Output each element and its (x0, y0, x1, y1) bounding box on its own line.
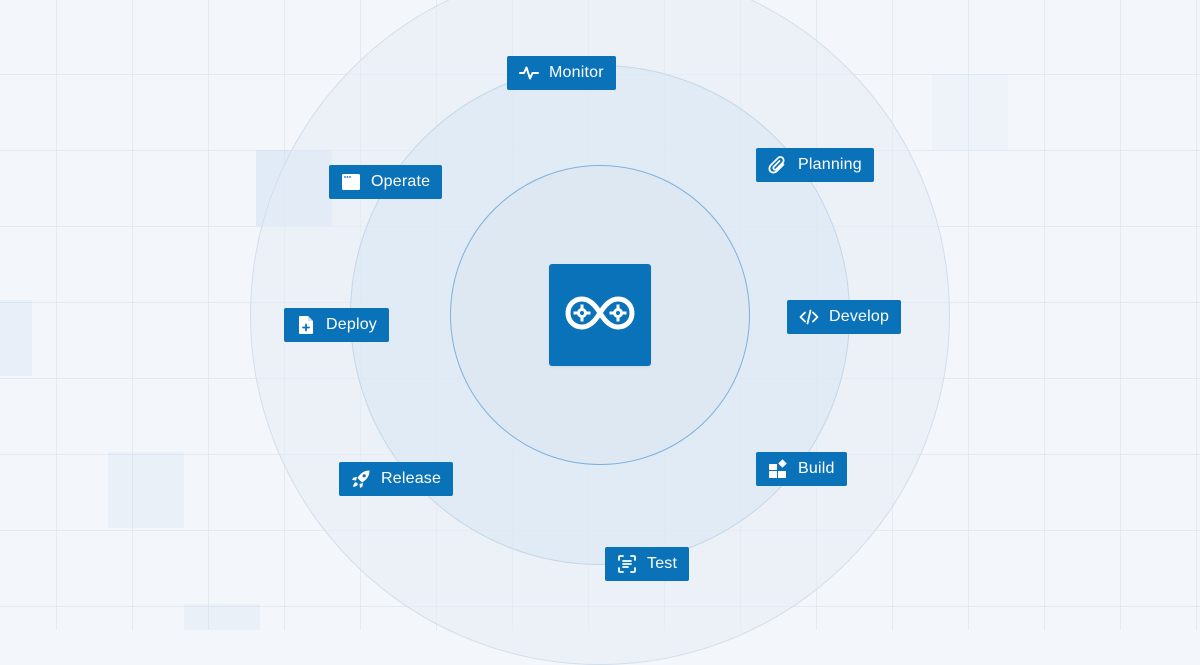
stage-monitor[interactable]: Monitor (507, 56, 616, 90)
stage-label: Release (381, 470, 442, 487)
stage-label: Build (798, 460, 835, 477)
stage-deploy[interactable]: Deploy (284, 308, 390, 342)
paperclip-icon (768, 155, 788, 175)
stage-develop[interactable]: Develop (787, 300, 902, 334)
stage-build[interactable]: Build (756, 452, 847, 486)
stage-label: Planning (798, 156, 862, 173)
stage-label: Monitor (549, 64, 604, 81)
background-tile (0, 300, 32, 376)
rocket-icon (351, 469, 371, 489)
background-tile (108, 452, 184, 528)
text-scan-icon (617, 554, 637, 574)
stage-operate[interactable]: Operate (329, 165, 443, 199)
code-icon (799, 307, 819, 327)
devops-logo (549, 264, 651, 366)
stage-label: Operate (371, 173, 431, 190)
background-tile (932, 74, 1008, 150)
activity-pulse-icon (519, 63, 539, 83)
background-tile (184, 604, 260, 630)
infinity-gears-icon (564, 293, 636, 338)
stage-planning[interactable]: Planning (756, 148, 874, 182)
stage-label: Test (647, 555, 678, 572)
stage-test[interactable]: Test (605, 547, 690, 581)
blocks-icon (768, 459, 788, 479)
file-plus-icon (296, 315, 316, 335)
app-window-icon (341, 172, 361, 192)
stage-label: Deploy (326, 316, 378, 333)
stage-release[interactable]: Release (339, 462, 454, 496)
stage-label: Develop (829, 308, 890, 325)
